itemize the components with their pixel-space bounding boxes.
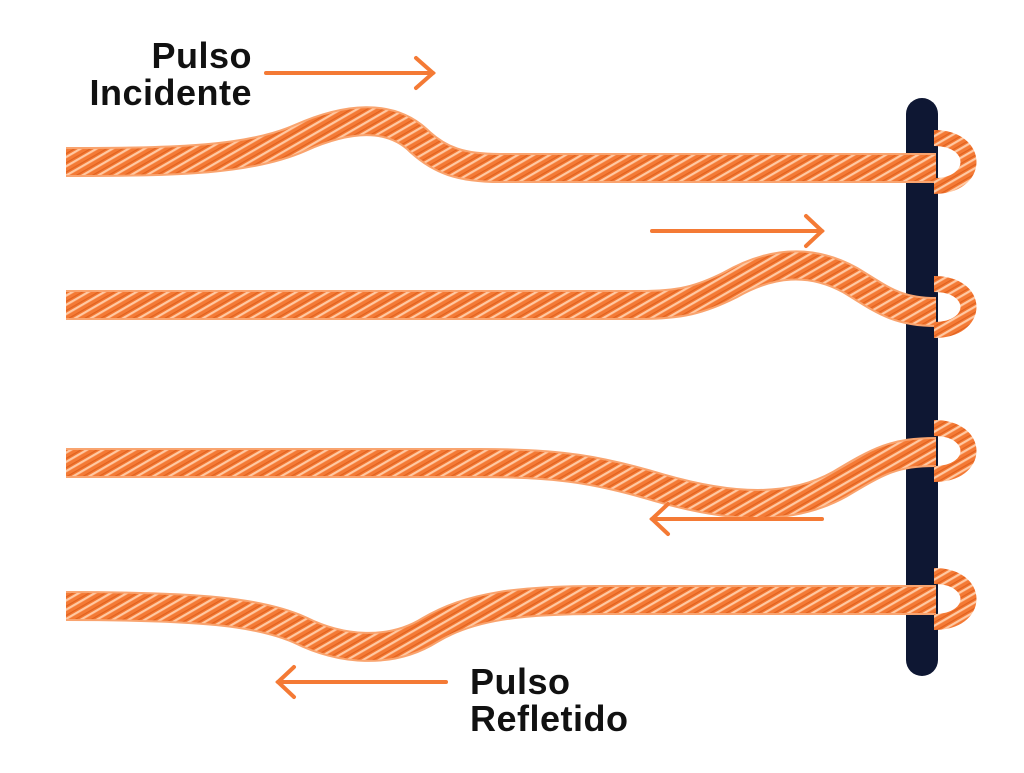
rope-end-loop xyxy=(933,420,977,482)
incident-pulse-label: Pulso Incidente xyxy=(62,37,252,111)
rope-stage-3 xyxy=(66,420,977,519)
arrow-right-icon xyxy=(650,214,825,248)
arrow-left-icon xyxy=(275,665,448,699)
rope-stage-2 xyxy=(66,250,977,338)
arrow-right-icon xyxy=(264,56,437,90)
reflected-label-line2: Refletido xyxy=(470,698,629,739)
rope-stage-1 xyxy=(65,106,977,194)
rope-end-loop xyxy=(933,276,977,338)
rope-body xyxy=(66,252,937,325)
incident-label-line2: Incidente xyxy=(89,72,252,113)
fixed-wall-post xyxy=(906,98,938,676)
arrow-left-icon xyxy=(649,502,824,536)
incident-label-line1: Pulso xyxy=(151,35,252,76)
rope-body xyxy=(65,587,936,660)
reflected-pulse-label: Pulso Refletido xyxy=(470,663,629,737)
rope-body xyxy=(66,439,937,517)
reflected-label-line1: Pulso xyxy=(470,661,571,702)
rope-stage-4 xyxy=(65,568,977,662)
rope-body xyxy=(65,108,936,181)
rope-end-loop xyxy=(933,130,977,194)
rope-end-loop xyxy=(933,568,977,630)
